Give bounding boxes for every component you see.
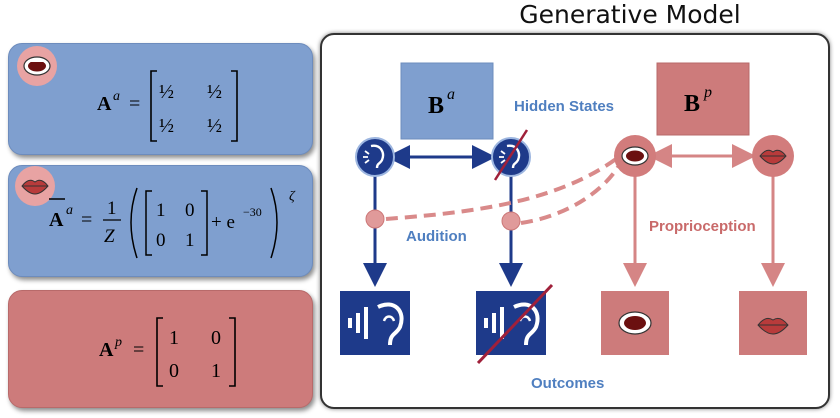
svg-text:=: =: [133, 339, 144, 361]
matrix-cell: 0: [185, 200, 195, 221]
superscript-a: a: [113, 89, 120, 104]
matrix-cell: 1: [185, 230, 195, 251]
superscript-a: a: [66, 203, 73, 218]
ear-listening-icon: [355, 137, 395, 177]
symbol-A: A: [99, 339, 114, 361]
audition-likelihood-card: A a = ½ ½ ½ ½: [8, 43, 313, 155]
sound-ear-crossed-icon: [476, 283, 554, 365]
fraction-numerator: 1: [107, 198, 117, 219]
exp-exponent: −30: [243, 205, 262, 219]
open-mouth-icon: [17, 46, 57, 86]
b-proprio-symbol: B: [684, 91, 700, 117]
b-audition-box: B a: [400, 62, 494, 140]
ear-crossed-icon: [491, 129, 531, 181]
matrix-cell: 1: [169, 327, 179, 349]
b-proprio-superscript: p: [703, 84, 712, 101]
precise-audition-equation: A a = 1 Z 1 0 0 1 + e −30 ζ: [15, 166, 296, 259]
hidden-states-label: Hidden States: [514, 98, 614, 115]
matrix-cell: 0: [156, 230, 166, 251]
svg-text:=: =: [129, 93, 140, 115]
closed-lips-icon: [15, 166, 55, 206]
svg-text:=: =: [81, 209, 92, 231]
closed-lips-icon: [752, 135, 794, 177]
precise-audition-card: A a = 1 Z 1 0 0 1 + e −30 ζ: [8, 165, 313, 277]
b-audition-symbol: B: [428, 93, 444, 119]
outer-exponent: ζ: [289, 189, 296, 204]
matrix-cell: 0: [169, 360, 179, 382]
proprioception-likelihood-equation: A p = 1 0 0 1: [99, 317, 236, 387]
matrix-cell: ½: [159, 115, 174, 137]
superscript-p: p: [114, 335, 122, 350]
matrix-cell: ½: [207, 81, 222, 103]
precision-link-1: [385, 157, 618, 221]
matrix-cell: ½: [207, 115, 222, 137]
plus-exp-term: + e: [211, 212, 235, 233]
matrix-cell: 0: [211, 327, 221, 349]
generative-model-diagram: B a B p Hidden States Audition Proprioce…: [340, 62, 807, 392]
matrix-cell: 1: [156, 200, 166, 221]
outcomes-label: Outcomes: [531, 375, 604, 392]
proprioception-likelihood-card: A p = 1 0 0 1: [8, 290, 313, 408]
precision-link-2: [520, 165, 620, 225]
symbol-A-bar: A: [49, 209, 64, 231]
open-mouth-icon: [614, 135, 656, 177]
matrix-cell: ½: [159, 81, 174, 103]
symbol-A: A: [97, 93, 112, 115]
proprioception-label: Proprioception: [649, 218, 756, 235]
precision-node-2: [501, 211, 521, 231]
matrix-cell: 1: [211, 360, 221, 382]
audition-likelihood-equation: A a = ½ ½ ½ ½: [17, 46, 238, 142]
precision-node-1: [365, 209, 385, 229]
closed-lips-outcome-icon: [739, 291, 807, 355]
sound-ear-icon: [340, 291, 410, 355]
open-mouth-outcome-icon: [601, 291, 669, 355]
diagram-title: Generative Model: [519, 0, 741, 29]
b-proprioception-box: B p: [656, 62, 750, 136]
fraction-denominator: Z: [104, 226, 115, 247]
generative-model-panel: B a B p Hidden States Audition Proprioce…: [320, 33, 830, 409]
b-audition-superscript: a: [447, 86, 455, 103]
audition-label: Audition: [406, 228, 467, 245]
